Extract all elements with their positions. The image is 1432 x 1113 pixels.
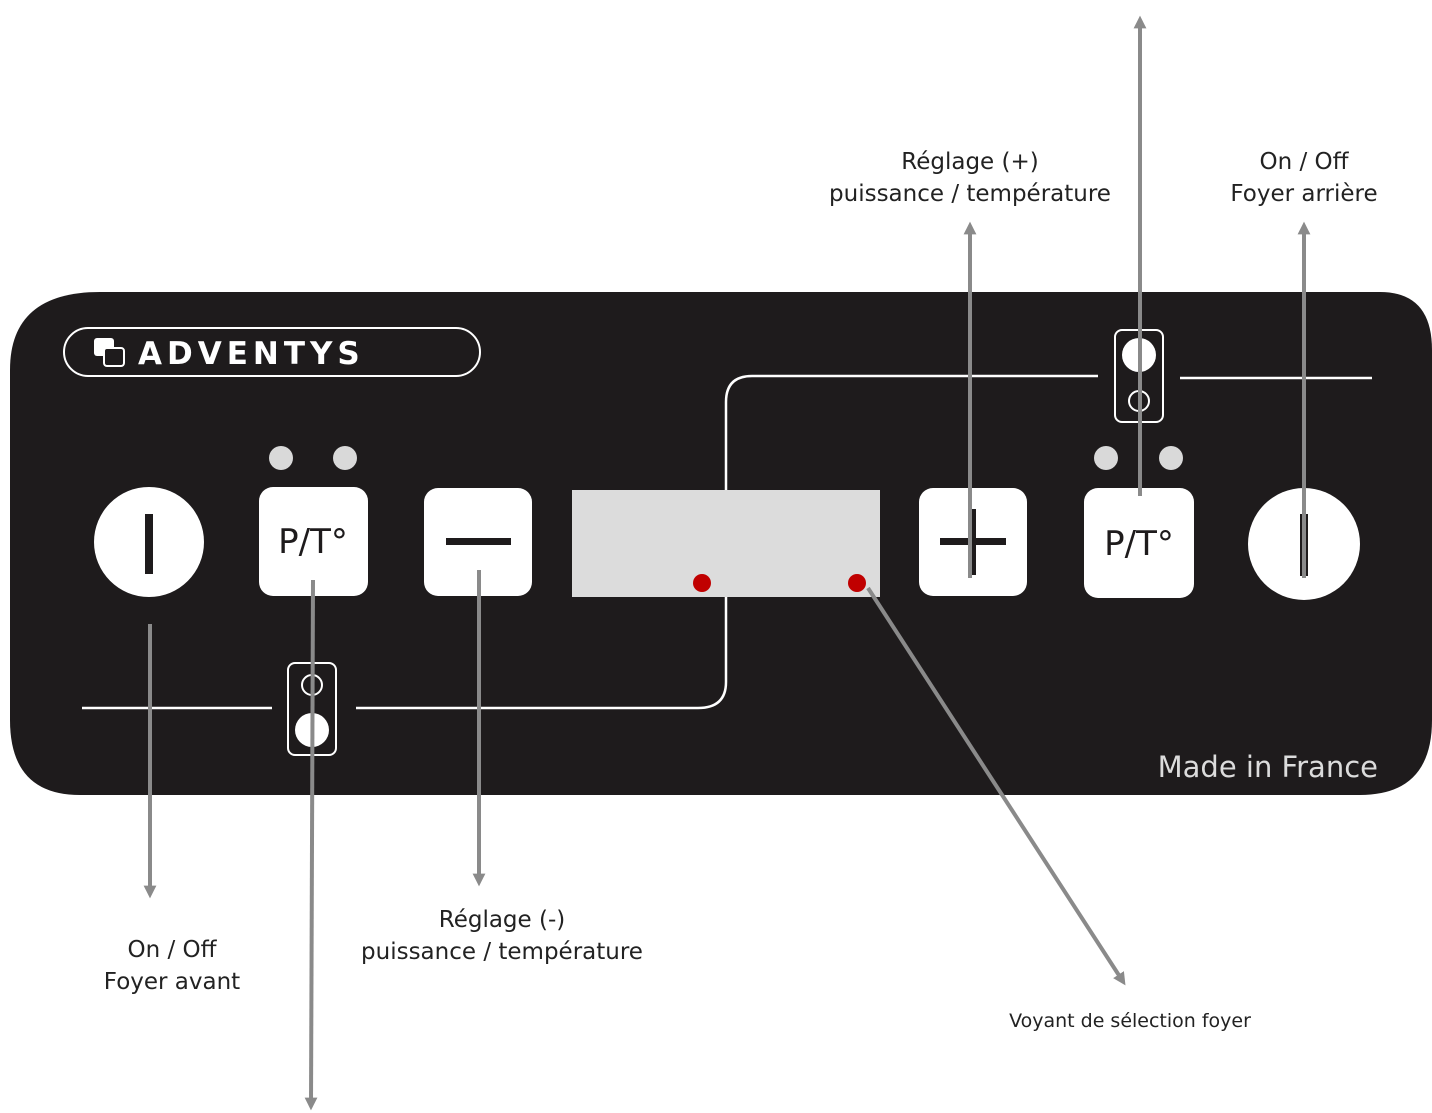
callout-plus-line1: Réglage (+): [901, 149, 1039, 175]
front-pt-button[interactable]: P/T°: [259, 487, 368, 596]
callout-rear-power-line1: On / Off: [1259, 149, 1349, 175]
plus-button[interactable]: [919, 488, 1027, 596]
callout-indicator: Voyant de sélection foyer: [960, 1008, 1300, 1034]
callout-arrows: [143, 15, 1311, 1111]
brand-name: ADVENTYS: [138, 336, 365, 372]
led-right-1: [1094, 446, 1118, 470]
led-right-2: [1159, 446, 1183, 470]
rear-pt-label: P/T°: [1104, 524, 1174, 564]
callout-minus: Réglage (-) puissance / température: [302, 904, 702, 968]
led-left-1: [269, 446, 293, 470]
rear-pt-button[interactable]: P/T°: [1084, 488, 1194, 598]
callout-rear-power-line2: Foyer arrière: [1230, 181, 1378, 207]
callout-front-power-line1: On / Off: [127, 937, 217, 963]
callout-rear-power: On / Off Foyer arrière: [1204, 146, 1404, 210]
front-pt-label: P/T°: [278, 522, 348, 562]
front-power-button[interactable]: [94, 487, 204, 597]
callout-front-power: On / Off Foyer avant: [72, 934, 272, 998]
rear-zone-indicator: [848, 574, 866, 592]
adventys-logo-icon: [94, 338, 125, 367]
callout-indicator-line1: Voyant de sélection foyer: [1009, 1010, 1251, 1032]
callout-front-power-line2: Foyer avant: [103, 969, 241, 995]
made-in-label: Made in France: [1158, 750, 1378, 784]
minus-button[interactable]: [424, 488, 532, 596]
brand-logo: ADVENTYS: [63, 327, 481, 377]
callout-minus-line2: puissance / température: [361, 939, 643, 965]
led-left-2: [333, 446, 357, 470]
callout-plus-line2: puissance / température: [829, 181, 1111, 207]
minus-icon: [446, 538, 511, 545]
plus-icon: [940, 509, 1006, 575]
display-window: [572, 490, 880, 597]
arrow-front-pt: [304, 579, 318, 1111]
arrow-indicator: [866, 586, 1126, 986]
callout-plus: Réglage (+) puissance / température: [760, 146, 1180, 210]
power-icon: [145, 514, 153, 574]
front-zone-indicator: [693, 574, 711, 592]
callout-minus-line1: Réglage (-): [438, 907, 566, 933]
